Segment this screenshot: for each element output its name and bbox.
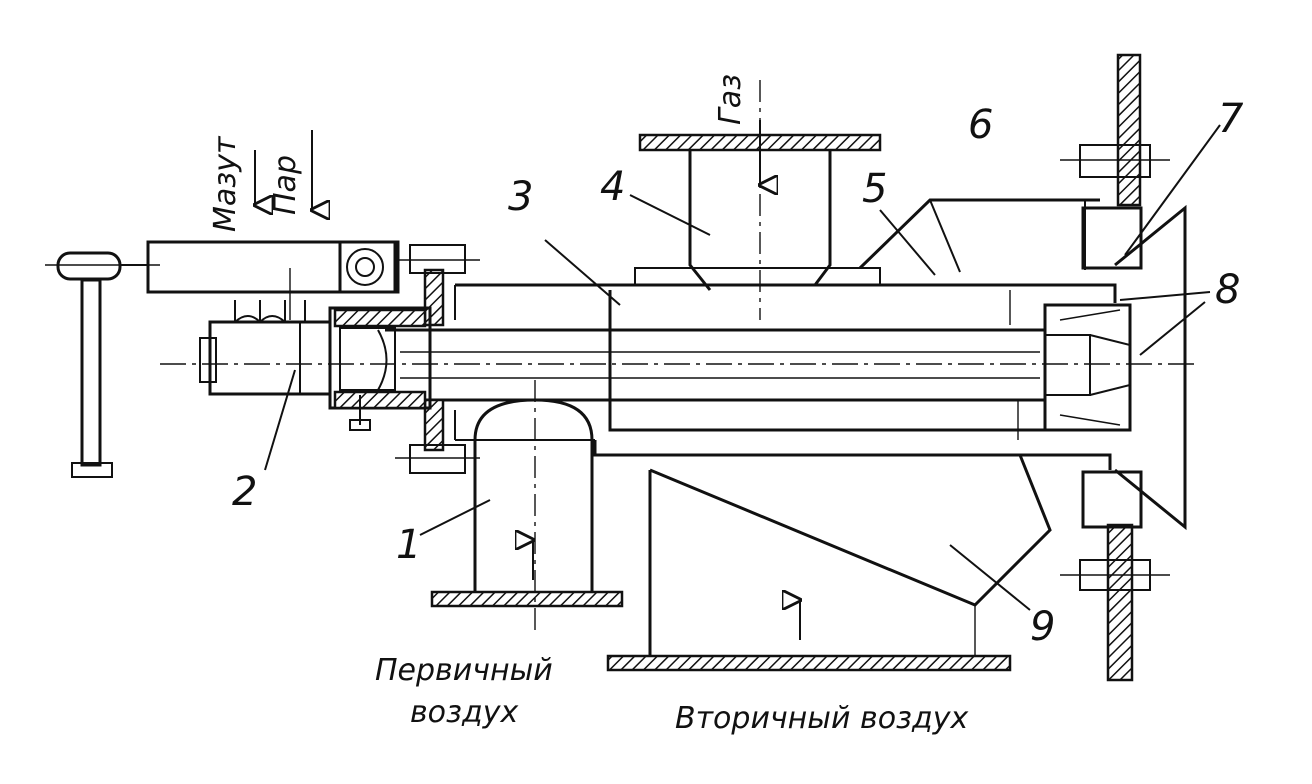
secondary-air-box-lower (606, 454, 1052, 672)
caption-primary-air-1: Первичный (375, 653, 553, 688)
caption-secondary-air: Вторичный воздух (675, 701, 968, 736)
valve-handle (45, 251, 160, 478)
part-numbers: 1 2 3 4 5 6 7 8 9 (232, 96, 1244, 650)
burner-body (454, 283, 1117, 470)
caption-mazut: Мазут (208, 135, 243, 232)
caption-primary-air-2: воздух (410, 695, 518, 730)
flow-captions: Мазут Пар Газ Первичный воздух Вторичный… (208, 74, 968, 736)
label-3: 3 (508, 174, 533, 220)
label-1: 1 (396, 522, 421, 568)
secondary-air-box-upper (858, 198, 1100, 273)
swirler-nozzle (1009, 290, 1132, 440)
label-7: 7 (1218, 96, 1244, 142)
flange (395, 244, 480, 474)
gun-housing (328, 306, 432, 431)
fuel-fitting (146, 240, 400, 396)
label-4: 4 (600, 164, 625, 210)
furnace-wall (1060, 53, 1170, 682)
oil-gun-barrel (160, 328, 1200, 402)
label-9: 9 (1030, 604, 1055, 650)
leader-lines (264, 124, 1221, 611)
primary-air-duct (430, 380, 624, 630)
label-5: 5 (862, 166, 887, 212)
flow-arrows (255, 120, 800, 640)
embrasure (1081, 204, 1187, 531)
caption-gas: Газ (713, 74, 748, 125)
label-6: 6 (968, 102, 993, 148)
caption-steam: Пар (268, 155, 303, 215)
label-8: 8 (1215, 267, 1240, 313)
label-2: 2 (232, 469, 257, 515)
